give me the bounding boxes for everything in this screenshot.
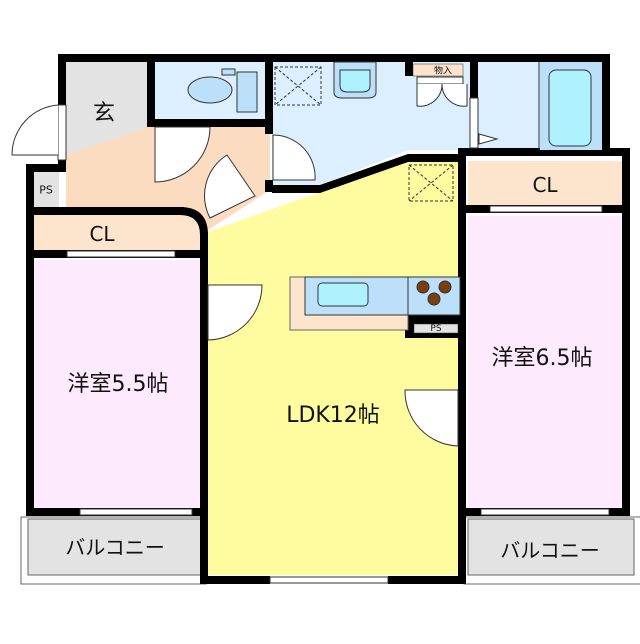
ps-left bbox=[34, 172, 59, 209]
balcony-right bbox=[463, 516, 640, 585]
storage-label: 物入 bbox=[433, 66, 453, 77]
ps-left-label: PS bbox=[39, 183, 53, 197]
bedroom-left-label: 洋室5.5帖 bbox=[67, 372, 169, 397]
balcony-left-label: バルコニー bbox=[65, 535, 165, 560]
closet-right bbox=[468, 161, 622, 206]
ldk-door[interactable] bbox=[204, 154, 256, 219]
ps-kitchen bbox=[413, 323, 459, 334]
bedroom-left bbox=[34, 260, 200, 510]
bedroom-right-door[interactable] bbox=[404, 389, 459, 447]
balcony-right-label: バルコニー bbox=[500, 538, 600, 563]
vent-icon bbox=[274, 66, 454, 202]
toilet-door[interactable] bbox=[154, 126, 211, 183]
ldk bbox=[208, 162, 460, 575]
washroom-door[interactable] bbox=[272, 134, 316, 181]
balcony-left bbox=[20, 516, 207, 585]
toilet-fixture bbox=[187, 68, 258, 113]
closet-left bbox=[34, 215, 204, 250]
ldk-label: LDK12帖 bbox=[286, 403, 380, 428]
entrance-label: 玄 bbox=[92, 101, 116, 126]
windows bbox=[66, 205, 610, 584]
closet-left-label: CL bbox=[89, 222, 115, 246]
bathroom-door[interactable] bbox=[469, 97, 479, 149]
bedroom-left-door[interactable] bbox=[207, 284, 263, 341]
ps-kitchen-label: PS bbox=[430, 324, 442, 334]
washbasin bbox=[333, 61, 377, 99]
closet-right-label: CL bbox=[532, 173, 558, 197]
storage-doors[interactable] bbox=[416, 83, 468, 107]
kitchen-counter bbox=[289, 276, 461, 331]
bedroom-right-label: 洋室6.5帖 bbox=[491, 346, 593, 371]
bedroom-right bbox=[468, 216, 624, 512]
entrance-door[interactable] bbox=[11, 104, 67, 161]
bathtub bbox=[540, 62, 602, 150]
